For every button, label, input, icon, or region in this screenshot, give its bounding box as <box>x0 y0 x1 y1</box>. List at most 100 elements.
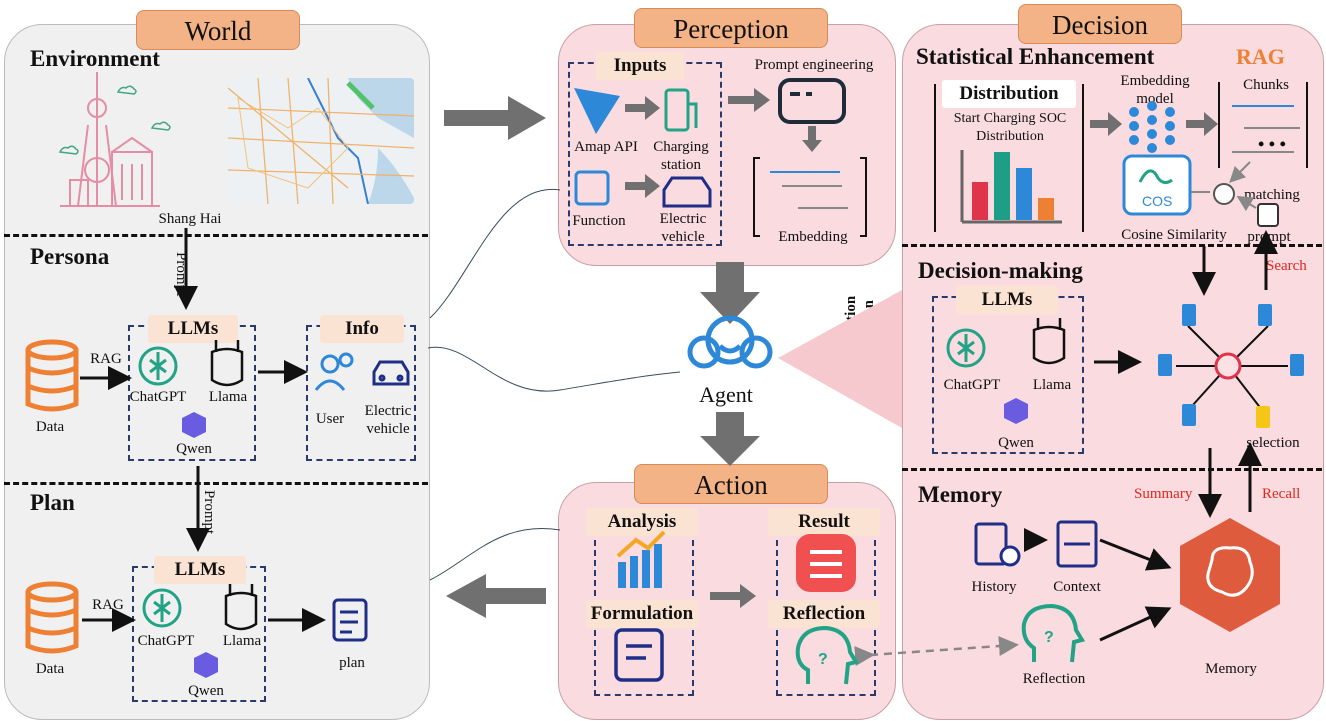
memory-reflection-label: Reflection <box>1022 671 1086 687</box>
cos-icon <box>1122 154 1192 216</box>
perception-inputs-title: Inputs <box>596 52 684 80</box>
interaction-triangle <box>778 290 902 428</box>
persona-qwen-label: Qwen <box>176 441 212 457</box>
selected-station-icon <box>1256 406 1270 428</box>
memory-reflection-icon <box>1021 603 1086 663</box>
amap-label: Amap API <box>574 139 638 155</box>
history-icon <box>974 522 1021 567</box>
world-divider-1 <box>4 234 428 237</box>
context-label: Context <box>1053 579 1101 595</box>
svg-text:• • •: • • • <box>1258 134 1286 154</box>
ev-car-icon <box>662 176 712 208</box>
soc-distribution-bars <box>960 150 1062 224</box>
function-icon <box>574 170 610 206</box>
search-label: Search <box>1266 258 1307 274</box>
analysis-chart-icon <box>616 530 666 588</box>
decision-making-heading: Decision-making <box>918 258 1083 283</box>
history-label: History <box>971 579 1017 595</box>
rag-heading: RAG <box>1236 44 1285 69</box>
persona-user-label: User <box>315 411 345 427</box>
world-divider-2 <box>4 482 428 485</box>
llama-icons <box>210 318 1066 631</box>
cosine-label: Cosine Similarity <box>1121 227 1227 243</box>
decision-llms-title: LLMs <box>956 286 1058 314</box>
formulation-icon <box>614 628 664 682</box>
decision-chatgpt-label: ChatGPT <box>943 377 1001 393</box>
matching-icon <box>1213 183 1235 205</box>
embedding-icon <box>753 157 867 237</box>
shanghai-map <box>228 78 414 204</box>
svg-text:COS: COS <box>1142 193 1172 209</box>
reflection-head-icon <box>795 625 860 685</box>
distribution-frame <box>934 84 1084 232</box>
qwen-icons <box>182 398 1028 678</box>
matching-label: matching <box>1244 187 1300 203</box>
big-arrows <box>444 88 1218 618</box>
prompt-icon <box>1257 203 1279 227</box>
database-icons <box>25 339 79 654</box>
persona-llms-title: LLMs <box>148 315 238 343</box>
chunks-frame <box>1218 82 1308 168</box>
plan-data-label: Data <box>35 661 65 677</box>
chunks-label: Chunks <box>1243 77 1289 93</box>
decision-llama-label: Llama <box>1032 377 1072 393</box>
soc-label: Start Charging SOC Distribution <box>953 111 1067 144</box>
location-pin-icon <box>1214 352 1242 380</box>
perception-to-agent-arrow <box>700 262 760 324</box>
decision-qwen-label: Qwen <box>998 435 1034 451</box>
station-icons <box>1158 304 1304 426</box>
statistical-heading: Statistical Enhancement <box>916 44 1155 69</box>
memory-label: Memory <box>1205 661 1257 677</box>
persona-data-label: Data <box>35 419 65 435</box>
world-tab: World <box>136 10 300 50</box>
result-icon <box>796 534 856 592</box>
world-to-perception-arrow <box>444 96 546 140</box>
action-tab: Action <box>634 464 828 504</box>
plan-output-label: plan <box>339 655 365 671</box>
memory-heading: Memory <box>918 482 1003 507</box>
agent-to-action-arrow <box>700 412 760 466</box>
plan-llama-label: Llama <box>222 633 262 649</box>
svg-text:?: ? <box>818 651 828 668</box>
persona-info-title: Info <box>320 315 404 343</box>
persona-chatgpt-label: ChatGPT <box>129 389 187 405</box>
embedding-label: Embedding <box>778 229 848 245</box>
plan-chatgpt-label: ChatGPT <box>137 633 195 649</box>
charging-station-label: Charging station <box>653 139 709 173</box>
reflection-title: Reflection <box>768 600 880 628</box>
action-to-world-arrow <box>446 574 546 618</box>
amap-icon <box>574 88 620 134</box>
decision-tab: Decision <box>1018 4 1182 44</box>
plan-llms-title: LLMs <box>154 556 246 584</box>
analysis-title: Analysis <box>586 508 698 536</box>
perception-tab: Perception <box>634 8 828 48</box>
context-icon <box>1056 520 1098 568</box>
distribution-title: Distribution <box>942 80 1076 108</box>
memory-brain-icon <box>1180 518 1280 632</box>
chunks-icon <box>1232 105 1300 153</box>
agent-label: Agent <box>699 382 753 407</box>
persona-heading: Persona <box>30 244 110 269</box>
formulation-title: Formulation <box>586 600 698 628</box>
plan-heading: Plan <box>30 490 75 515</box>
agent-icon <box>687 315 773 369</box>
prompt-engineering-label: Prompt engineering <box>754 57 874 73</box>
city-label: Shang Hai <box>158 211 222 227</box>
function-label: Function <box>572 213 626 229</box>
perception-ev-label: Electric vehicle <box>659 211 707 245</box>
svg-text:?: ? <box>1044 629 1054 646</box>
persona-ev-label: Electric vehicle <box>364 403 412 437</box>
environment-heading: Environment <box>30 46 160 71</box>
plan-qwen-label: Qwen <box>188 683 224 699</box>
recall-label: Recall <box>1262 486 1301 502</box>
decision-divider-1 <box>902 244 1322 247</box>
prompt-engineering-icon <box>778 78 846 124</box>
summary-label: Summary <box>1134 486 1193 502</box>
decision-divider-2 <box>902 468 1322 471</box>
persona-rag-label: RAG <box>90 351 122 367</box>
result-title: Result <box>768 508 880 536</box>
embedding-model-label: Embedding model <box>1120 73 1190 107</box>
chatgpt-icons <box>138 328 986 628</box>
